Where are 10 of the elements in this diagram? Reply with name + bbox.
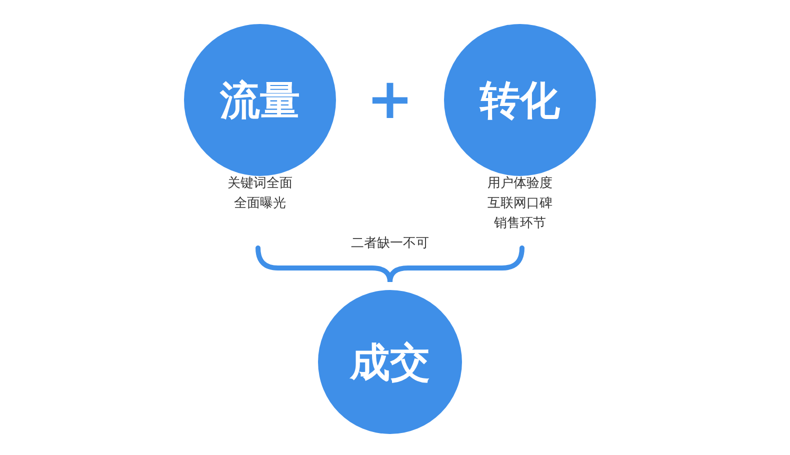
caption-text: 用户体验度 — [486, 175, 554, 193]
caption-text: 销售环节 — [493, 215, 547, 233]
caption-text: 互联网口碑 — [486, 195, 554, 213]
note-text: 二者缺一不可 — [351, 236, 429, 250]
plus-sign: + — [366, 72, 414, 128]
node-title: 流量 — [220, 76, 300, 126]
node-title: 转化 — [480, 76, 560, 126]
node-title: 成交 — [350, 338, 430, 388]
caption-text: 关键词全面 — [226, 175, 294, 193]
caption-text: 全面曝光 — [233, 195, 287, 213]
